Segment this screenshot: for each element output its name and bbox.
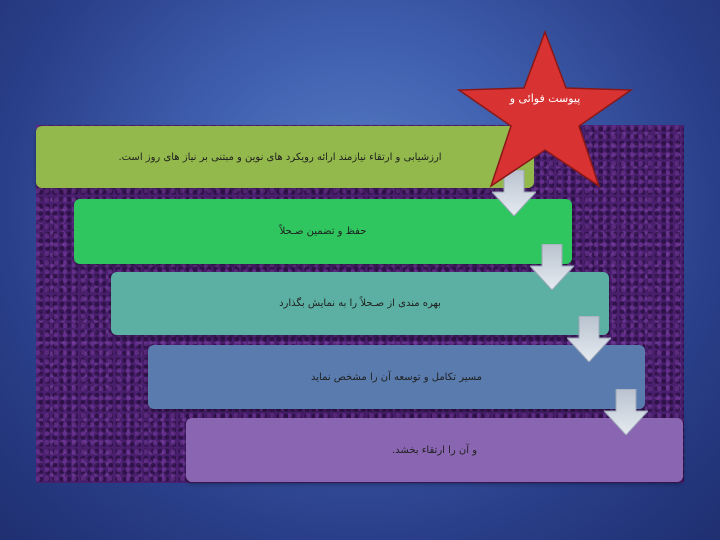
down-arrow-icon	[492, 170, 536, 216]
step-box-5: و آن را ارتقاء بخشد.	[186, 418, 683, 482]
step-label-4: مسیر تکامل و توسعه آن را مشخص نماید	[310, 371, 483, 383]
step-box-4: مسیر تکامل و توسعه آن را مشخص نماید	[148, 345, 645, 409]
down-arrow-icon	[530, 244, 574, 290]
step-box-1: ارزشیابی و ارتقاء نیازمند ارائه رویکرد ه…	[36, 126, 534, 188]
down-arrow-icon	[604, 389, 648, 435]
star-shape	[456, 30, 634, 188]
step-label-5: و آن را ارتقاء بخشد.	[391, 444, 478, 456]
step-box-3: بهره مندی از صـحلاً را به نمایش بگذارد	[111, 272, 609, 335]
step-label-1: ارزشیابی و ارتقاء نیازمند ارائه رویکرد ه…	[118, 151, 442, 163]
down-arrow-icon	[567, 316, 611, 362]
step-label-2: حفظ و تضمین صـحلاً	[279, 226, 367, 237]
star-label: پیوست فوائی و	[509, 92, 581, 105]
step-box-2: حفظ و تضمین صـحلاً	[74, 199, 572, 264]
step-label-3: بهره مندی از صـحلاً را به نمایش بگذارد	[279, 298, 441, 309]
